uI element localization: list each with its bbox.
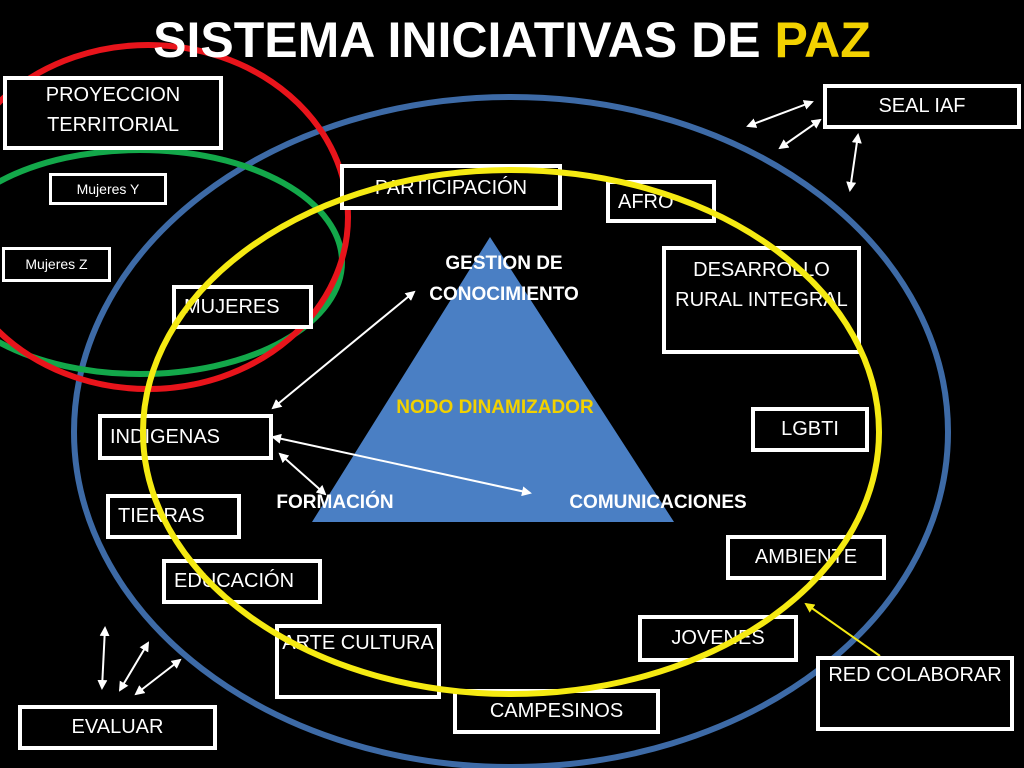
box-lgbti: LGBTI (751, 407, 869, 452)
label-comunicaciones: COMUNICACIONES (569, 492, 747, 513)
arrow-evaluar-2 (118, 641, 150, 692)
box-mujeres-z: Mujeres Z (2, 247, 111, 282)
title-accent: PAZ (774, 12, 871, 68)
page-title: SISTEMA INICIATIVAS DE PAZ (0, 10, 1024, 70)
arrow-seal-3 (846, 133, 862, 192)
box-evaluar: EVALUAR (18, 705, 217, 750)
arrow-seal-1 (746, 100, 814, 128)
box-tierras: TIERRAS (106, 494, 241, 539)
label-formacion: FORMACIÓN (276, 492, 394, 513)
arrow-evaluar-3 (134, 658, 182, 696)
box-mujeres-y: Mujeres Y (49, 173, 167, 205)
box-participacion: PARTICIPACIÓN (340, 164, 562, 210)
box-desarrollo-rural: DESARROLLO RURAL INTEGRAL (662, 246, 861, 354)
box-educacion: EDUCACIÓN (162, 559, 322, 604)
box-indigenas: INDIGENAS (98, 414, 273, 460)
box-ambiente: AMBIENTE (726, 535, 886, 580)
box-jovenes: JOVENES (638, 615, 798, 662)
box-mujeres: MUJERES (172, 285, 313, 329)
title-main: SISTEMA INICIATIVAS DE (153, 12, 761, 68)
arrow-indigenas-formacion (278, 452, 327, 496)
box-campesinos: CAMPESINOS (453, 689, 660, 734)
box-seal-iaf: SEAL IAF (823, 84, 1021, 129)
box-afro: AFRO (606, 180, 716, 223)
box-arte-cultura: ARTE CULTURA (275, 624, 441, 699)
box-proyeccion-territorial: PROYECCION TERRITORIAL (3, 76, 223, 150)
arrow-evaluar-1 (97, 626, 110, 690)
outer-blue-ring (71, 94, 951, 768)
arrow-seal-2 (778, 118, 822, 150)
box-red-colaborar: RED COLABORAR (816, 656, 1014, 731)
label-gestion-conocimiento: GESTION DE CONOCIMIENTO (429, 253, 579, 305)
label-nodo-dinamizador: NODO DINAMIZADOR (396, 397, 594, 418)
